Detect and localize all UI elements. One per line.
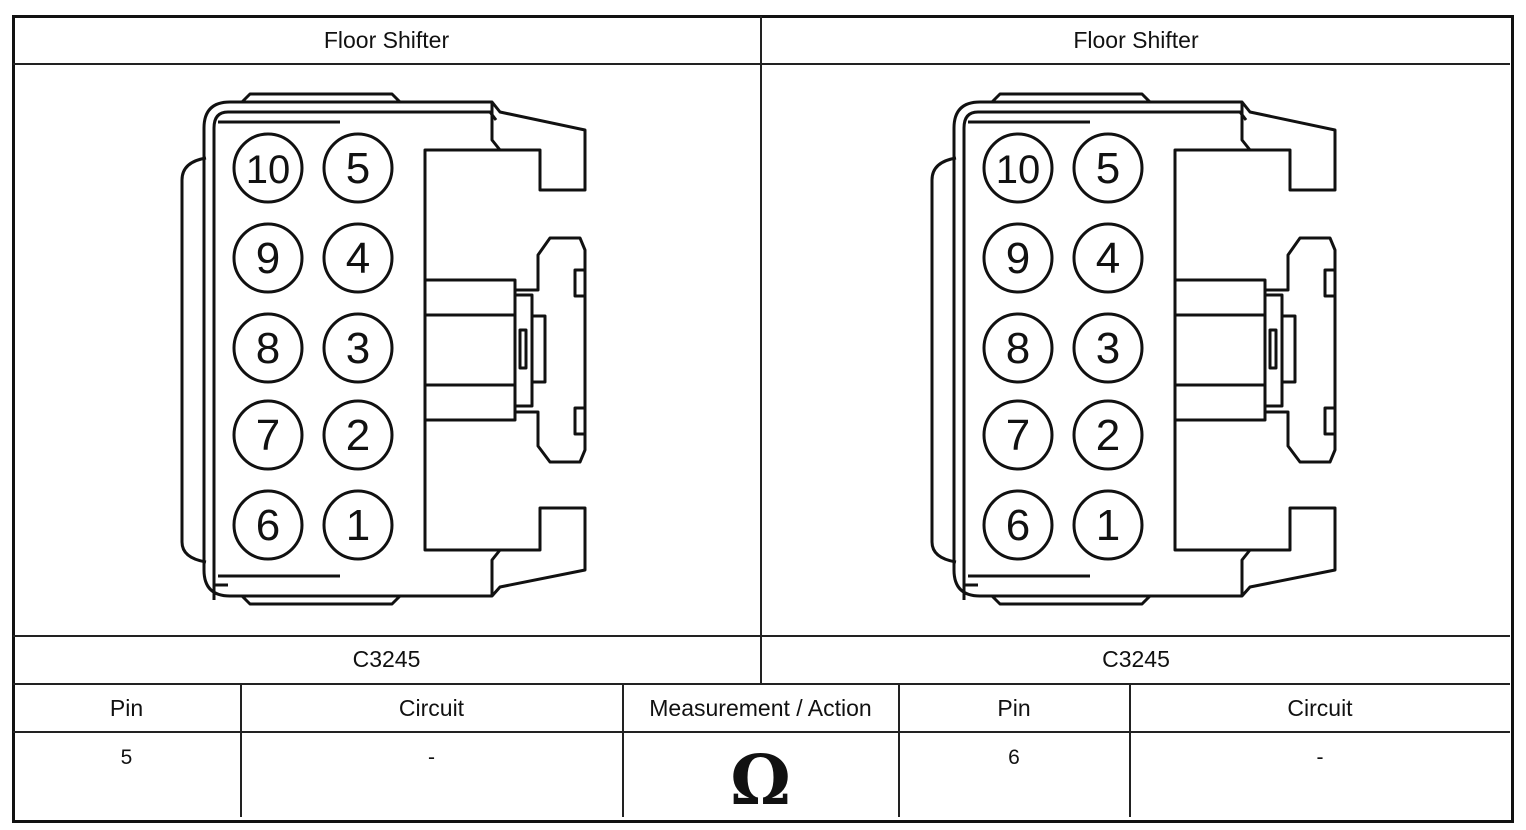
pin-cavity (322, 222, 394, 294)
pin-number-label: 6 (1006, 501, 1030, 550)
pin-number-label: 4 (346, 234, 370, 283)
pin-number-label: 3 (346, 324, 370, 373)
pin-cavity (1072, 132, 1144, 204)
pin-number-label: 1 (1096, 501, 1120, 550)
divider-col-4 (1129, 684, 1131, 817)
pin-cavity (982, 222, 1054, 294)
connector-id-left: C3245 (352, 646, 421, 672)
pin-cavity (232, 312, 304, 384)
pin-cavity (322, 399, 394, 471)
pin-cavity (982, 399, 1054, 471)
value-pin-b: 6 (1008, 746, 1020, 769)
pin-number-label: 1 (346, 501, 370, 550)
value-circuit-b: - (1316, 746, 1324, 769)
divider-vertical-main (760, 16, 762, 685)
pin-number-label: 8 (256, 324, 280, 373)
pin-cavity (1072, 399, 1144, 471)
pin-number-label: 10 (246, 148, 291, 192)
value-circuit-a: - (428, 746, 435, 769)
ohm-measurement-icon: Ω (623, 733, 898, 817)
pin-number-label: 5 (346, 144, 370, 193)
divider-image-row (13, 635, 1510, 637)
pin-number-label: 3 (1096, 324, 1120, 373)
pin-cavity (982, 489, 1054, 561)
pin-number-label: 4 (1096, 234, 1120, 283)
pinout-table-frame (12, 15, 1514, 823)
pin-cavity (232, 399, 304, 471)
header-pin-b: Pin (997, 694, 1031, 721)
pin-cavity (322, 132, 394, 204)
divider-connector-row (13, 683, 1510, 685)
divider-header-row (13, 731, 1510, 733)
divider-col-3 (898, 684, 900, 817)
pin-number-label: 5 (1096, 144, 1120, 193)
pin-cavity (1072, 312, 1144, 384)
pin-cavity (1072, 222, 1144, 294)
divider-col-2 (622, 684, 624, 817)
divider-title-row (13, 63, 1510, 65)
connector-face-diagram-right: 10 5 9 4 8 3 7 2 6 1 (930, 92, 1337, 606)
pin-cavity (1072, 489, 1144, 561)
connector-title-right: Floor Shifter (1073, 26, 1199, 53)
value-pin-a: 5 (120, 746, 133, 769)
pin-cavity (232, 132, 304, 204)
header-measurement: Measurement / Action (649, 694, 872, 721)
connector-id-right: C3245 (1102, 646, 1170, 672)
header-circuit-a: Circuit (398, 694, 465, 721)
pin-cavity (982, 132, 1054, 204)
divider-col-1 (240, 684, 242, 817)
connector-title-left: Floor Shifter (323, 26, 450, 53)
pin-number-label: 10 (996, 148, 1041, 192)
pin-number-label: 9 (256, 234, 280, 283)
pin-number-label: 6 (256, 501, 280, 550)
connector-housing-outline (180, 92, 587, 606)
ohm-symbol: Ω (730, 741, 791, 821)
pin-number-label: 2 (346, 411, 370, 460)
pin-number-label: 2 (1096, 411, 1120, 460)
pin-cavity (322, 489, 394, 561)
header-circuit-b: Circuit (1287, 694, 1353, 721)
pin-cavity (322, 312, 394, 384)
pin-cavity (982, 312, 1054, 384)
pin-cavity (232, 489, 304, 561)
pin-number-label: 8 (1006, 324, 1030, 373)
header-pin-a: Pin (109, 694, 144, 721)
connector-face-diagram-left: 10 5 9 4 8 3 7 2 6 1 (180, 92, 587, 606)
pin-number-label: 7 (256, 411, 280, 460)
pin-number-label: 7 (1006, 411, 1030, 460)
pin-cavity (232, 222, 304, 294)
pin-number-label: 9 (1006, 234, 1030, 283)
connector-housing-outline (930, 92, 1337, 606)
